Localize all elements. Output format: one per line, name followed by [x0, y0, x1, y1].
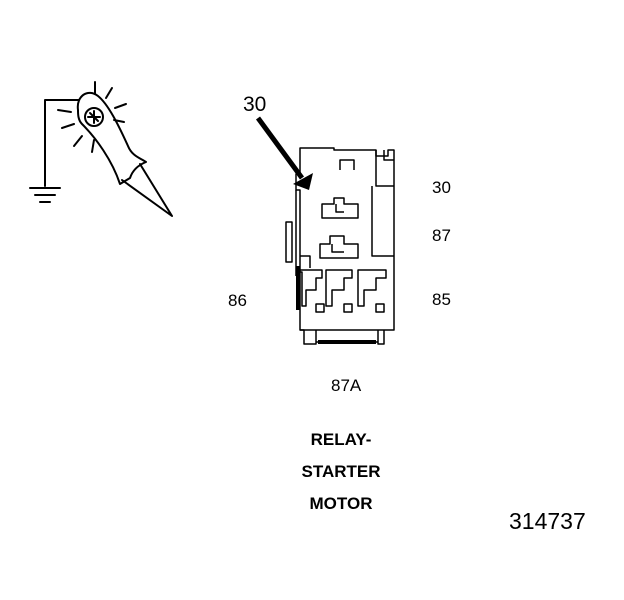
caption-line-2: STARTER: [301, 462, 381, 481]
caption-line-1: RELAY-: [310, 430, 372, 449]
pin-label-30: 30: [432, 178, 451, 197]
pin-label-85: 85: [432, 290, 451, 309]
figure-number: 314737: [509, 508, 586, 534]
test-light-probe-icon: [44, 81, 173, 217]
pin-label-86: 86: [228, 291, 247, 310]
callout-label-30: 30: [243, 93, 267, 116]
relay-connector-heavy-edges: [296, 266, 376, 344]
caption-line-3: MOTOR: [309, 494, 373, 513]
pin-label-87a: 87A: [331, 376, 362, 395]
pin-label-87: 87: [432, 226, 451, 245]
ground-symbol-icon: [29, 187, 61, 203]
callout-arrow: [255, 116, 313, 190]
